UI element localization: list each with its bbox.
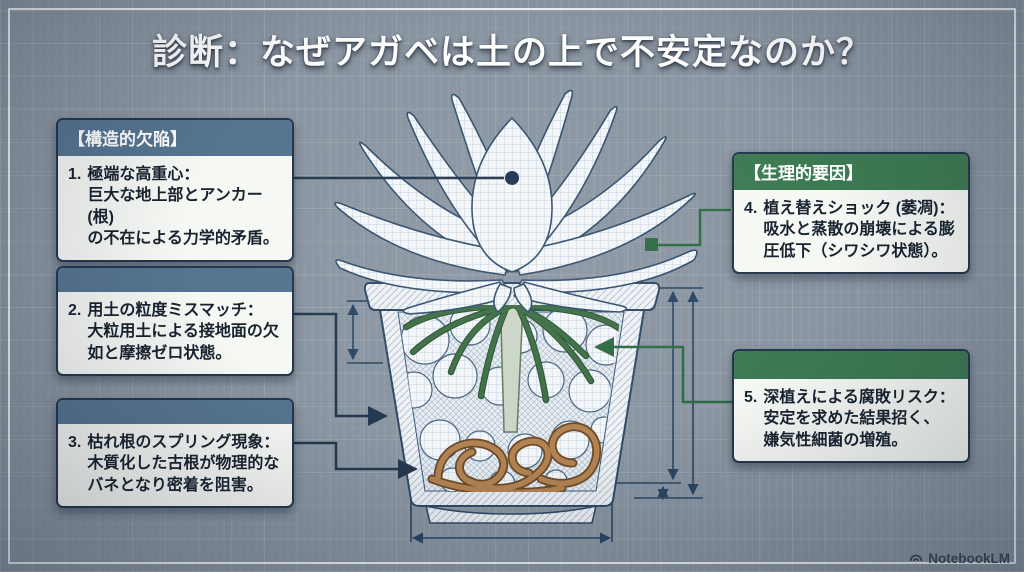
item-text-transplant-shock: 植え替えショック (萎凋)： 吸水と蒸散の崩壊による膨 圧低下（シワシワ状態）。 <box>763 200 955 260</box>
page-title: 診断：なぜアガベは土の上で不安定なのか？ <box>151 33 872 72</box>
connector-item5 <box>594 337 733 404</box>
item-number: 3. <box>68 434 82 451</box>
box-accent-strip <box>58 400 292 424</box>
structural-header: 【構造的欠陥】 <box>58 120 292 156</box>
item-number: 4. <box>744 200 758 217</box>
item-text-dead-root-spring: 枯れ根のスプリング現象： 木質化した古根が物理的な バネとなり密着を阻害。 <box>87 434 280 494</box>
annotation-box-soil-mismatch: 2. 用土の粒度ミスマッチ： 大粒用土による接地面の欠 如と摩擦ゼロ状態。 <box>56 266 294 377</box>
item-number: 1. <box>68 166 82 183</box>
annotation-box-structural: 【構造的欠陥】 1. 極端な高重心： 巨大な地上部とアンカー(根) の不在による… <box>56 118 294 262</box>
notebooklm-logo-icon <box>909 554 923 562</box>
item-text-deep-planting-rot: 深植えによる腐敗リスク： 安定を求めた結果招く、 嫌気性細菌の増殖。 <box>763 389 955 449</box>
plant-center-dot <box>505 171 519 185</box>
agave-central-bud <box>471 117 553 273</box>
connector-item2 <box>292 312 388 426</box>
brand-badge: NotebookLM <box>908 550 1010 566</box>
dried-coiled-roots <box>427 422 602 492</box>
physiological-header: 【生理的要因】 <box>734 154 968 190</box>
annotation-box-physiological: 【生理的要因】 4. 植え替えショック (萎凋)： 吸水と蒸散の崩壊による膨 圧… <box>732 152 970 275</box>
connector-lines <box>292 171 733 479</box>
item-number: 2. <box>68 302 82 319</box>
box-accent-strip <box>734 351 968 379</box>
connector-item4 <box>658 208 731 247</box>
item-text-soil-grain-mismatch: 用土の粒度ミスマッチ： 大粒用土による接地面の欠 如と摩擦ゼロ状態。 <box>87 302 279 362</box>
item-text-high-center-of-gravity: 極端な高重心： 巨大な地上部とアンカー(根) の不在による力学的矛盾。 <box>87 166 279 248</box>
annotation-box-deep-planting-rot: 5. 深植えによる腐敗リスク： 安定を求めた結果招く、 嫌気性細菌の増殖。 <box>732 349 970 464</box>
annotation-box-dead-root-spring: 3. 枯れ根のスプリング現象： 木質化した古根が物理的な バネとなり密着を阻害。 <box>56 398 294 509</box>
connector-item3 <box>292 441 418 479</box>
box-accent-strip <box>58 268 292 292</box>
agave-plant <box>334 89 698 315</box>
leaf-marker-square <box>645 238 658 251</box>
pot-foot <box>424 504 597 524</box>
item-number: 5. <box>744 389 758 406</box>
brand-label: NotebookLM <box>928 550 1010 566</box>
taproot-stem <box>500 305 524 433</box>
